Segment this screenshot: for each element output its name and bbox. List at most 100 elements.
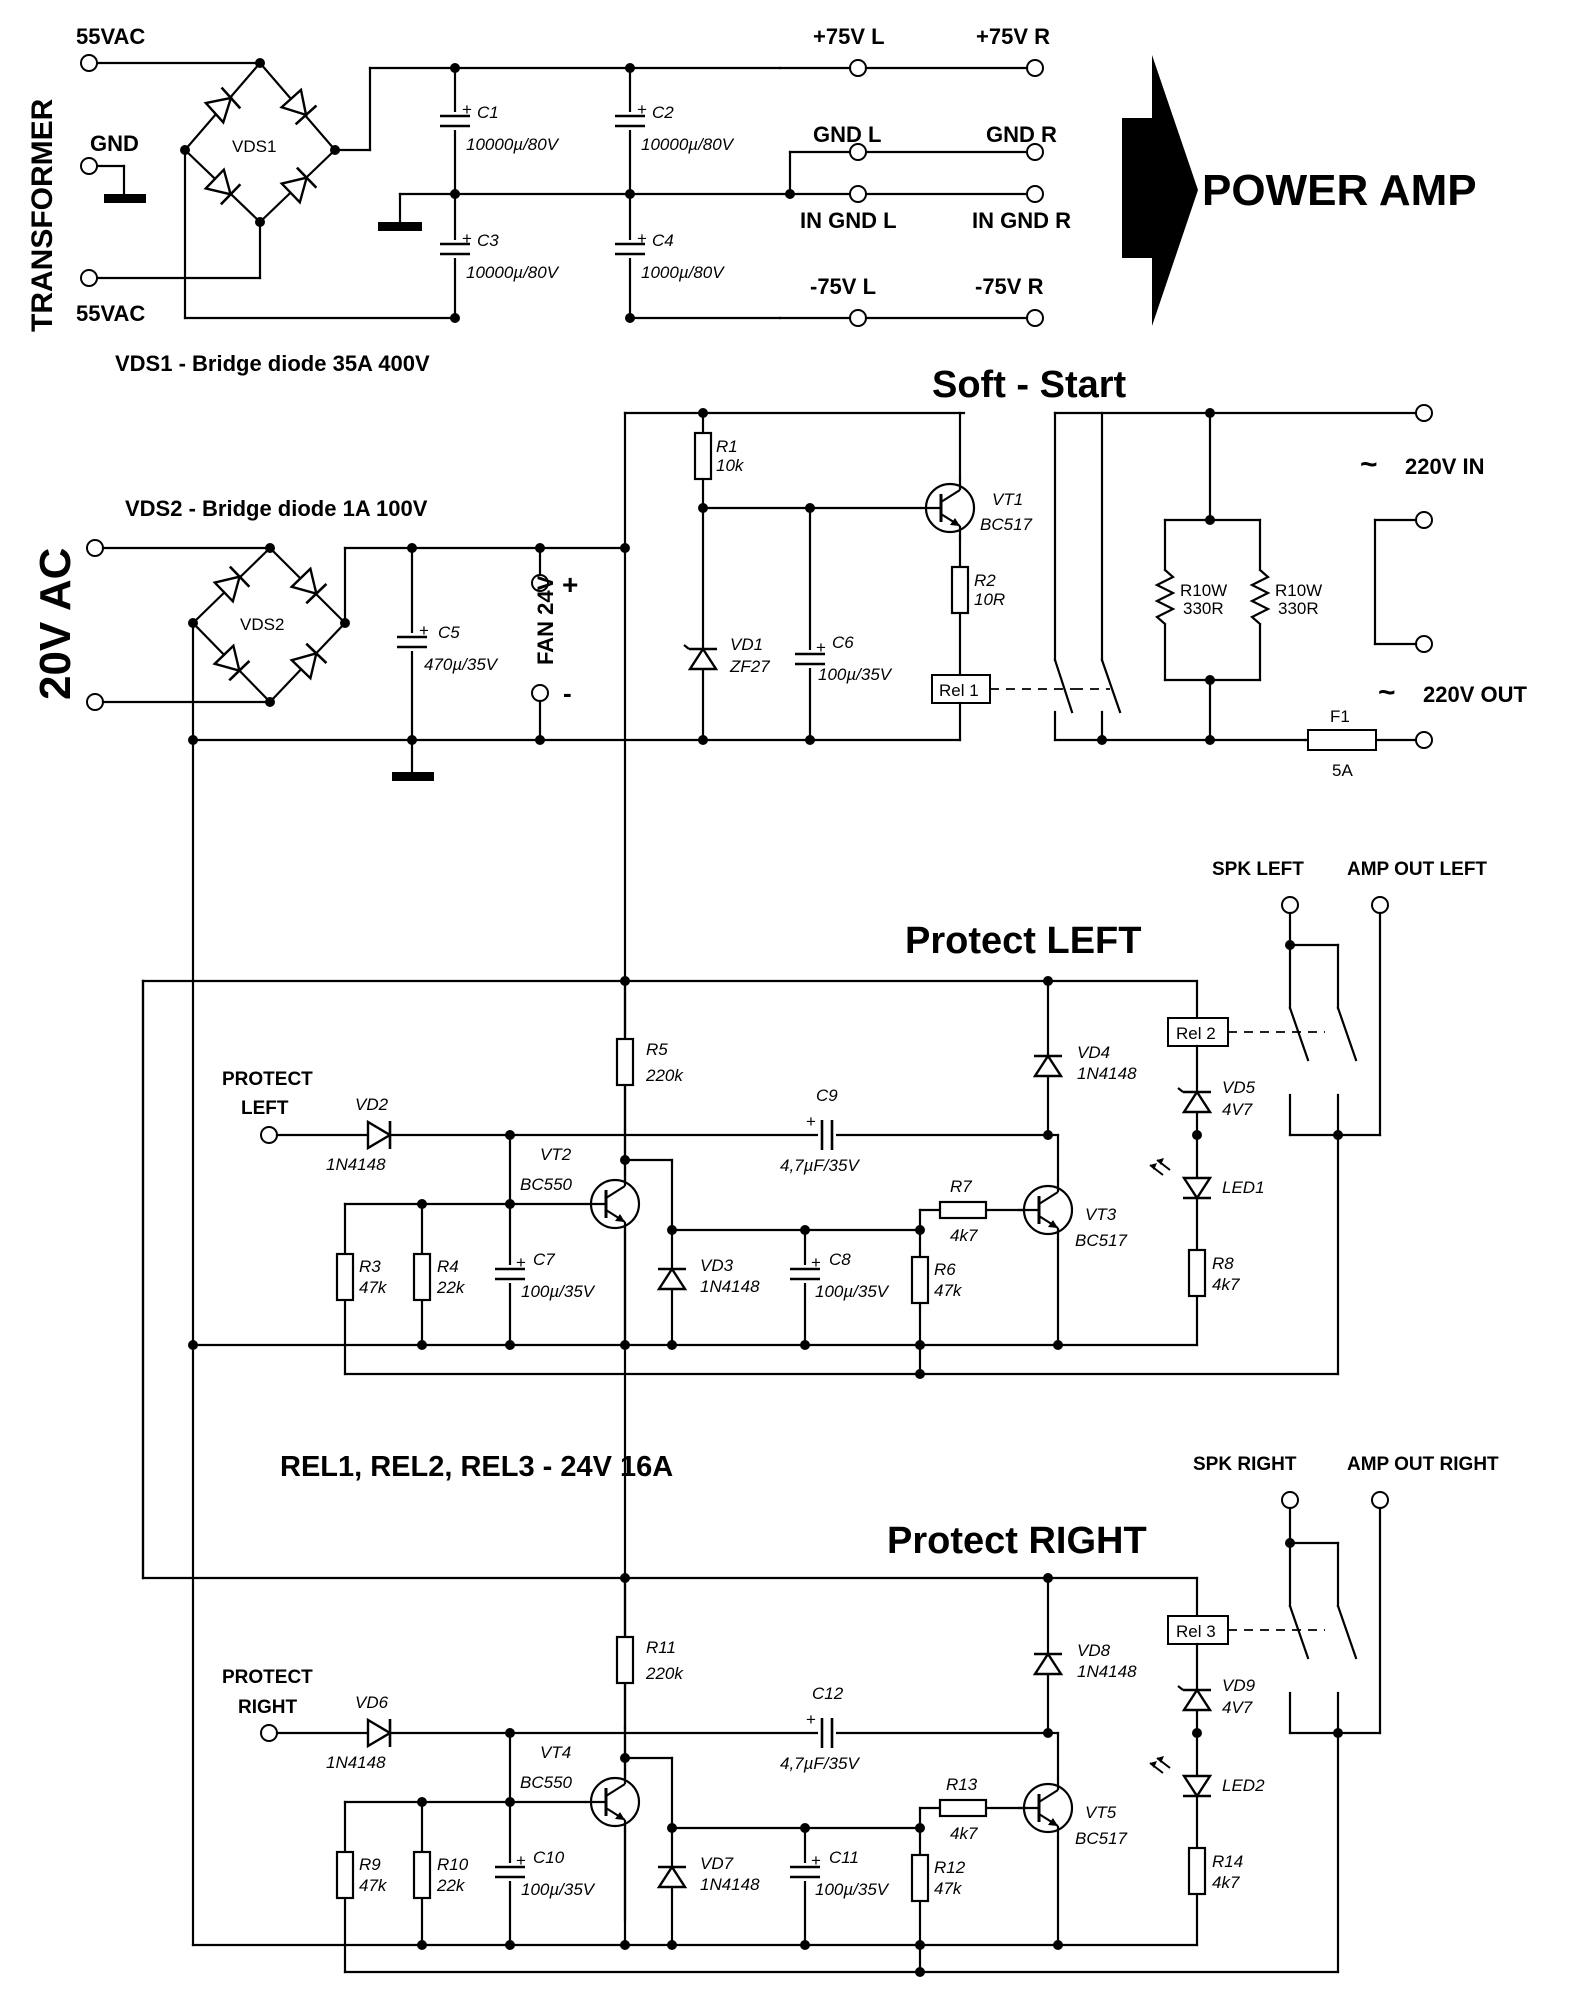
c6-value: 100µ/35V [818,665,893,684]
vds1-note: VDS1 - Bridge diode 35A 400V [115,351,430,376]
terminal-icon [849,309,867,327]
r13-value: 4k7 [950,1824,978,1843]
polarity-mark: + [637,100,647,119]
tilde-in: ~ [1360,448,1378,481]
amp-out-right-label: AMP OUT RIGHT [1347,1454,1499,1475]
ac20-label: 20V AC [31,548,80,700]
terminal-icon [86,539,104,557]
protect-left-title: Protect LEFT [905,920,1141,962]
rpb-value: 330R [1278,599,1319,618]
terminal-icon [1281,896,1299,914]
protect-right-title: Protect RIGHT [887,1520,1147,1562]
r3-value: 47k [359,1278,388,1297]
r1-ref: R1 [716,437,738,456]
r13-ref: R13 [946,1775,978,1794]
fan-plus: + [562,569,578,600]
c8-ref: C8 [829,1250,851,1269]
vt2-value: BC550 [520,1175,573,1194]
rpb-ref: R10W [1275,581,1322,600]
terminal-icon [1371,1491,1389,1509]
c10-ref: C10 [533,1848,565,1867]
r4-value: 22k [436,1278,466,1297]
f1-ref: F1 [1330,707,1350,726]
arrow-icon [1122,55,1198,326]
vt3-value: BC517 [1075,1231,1128,1250]
vt4-value: BC550 [520,1773,573,1792]
vd4-value: 1N4148 [1077,1064,1137,1083]
terminal-icon [1415,511,1433,529]
vd6-value: 1N4148 [326,1753,386,1772]
rail-m75r: -75V R [975,274,1044,299]
spk-right-label: SPK RIGHT [1193,1454,1297,1475]
vd8-ref: VD8 [1077,1641,1111,1660]
terminal-icon [1026,143,1044,161]
rail-m75l: -75V L [810,274,876,299]
terminal-icon [80,54,98,72]
fan-minus: - [563,678,572,708]
led1-label: LED1 [1222,1178,1265,1197]
vd9-value: 4V7 [1222,1698,1253,1717]
rpa-value: 330R [1183,599,1224,618]
c1-ref: C1 [477,103,499,122]
r5-value: 220k [645,1066,684,1085]
rpa-ref: R10W [1180,581,1227,600]
rel2-label: Rel 2 [1176,1024,1216,1043]
vd5-ref: VD5 [1222,1078,1256,1097]
input-right-2: RIGHT [238,1697,298,1718]
r12-ref: R12 [934,1858,966,1877]
terminal-icon [1415,635,1433,653]
protect-right-section: Protect RIGHT SPK RIGHT AMP OUT RIGHT PR… [141,738,1499,1977]
vd3-ref: VD3 [700,1256,734,1275]
r4-ref: R4 [437,1257,459,1276]
polarity-mark: + [462,100,472,119]
vd1-ref: VD1 [730,635,763,654]
terminal-icon [1026,309,1044,327]
vd7-ref: VD7 [700,1854,734,1873]
soft-start-section: Soft - Start VDS2 - Bridge diode 1A 100V… [31,364,1527,1922]
transformer-label: TRANSFORMER [26,98,59,332]
r8-ref: R8 [1212,1254,1234,1273]
r6-value: 47k [934,1281,963,1300]
c8-value: 100µ/35V [815,1282,890,1301]
r3-ref: R3 [359,1257,381,1276]
terminal-icon [1281,1491,1299,1509]
polarity-mark: + [516,1253,526,1272]
r10-value: 22k [436,1876,466,1895]
rail-ingndr: IN GND R [972,208,1071,233]
terminal-icon [531,574,549,592]
polarity-mark: + [419,621,429,640]
r10-ref: R10 [437,1855,469,1874]
vt5-value: BC517 [1075,1829,1128,1848]
vt5-ref: VT5 [1085,1803,1117,1822]
c11-ref: C11 [829,1848,859,1867]
rail-p75r: +75V R [976,24,1050,49]
amp-out-left-label: AMP OUT LEFT [1347,859,1487,880]
vd3-value: 1N4148 [700,1277,760,1296]
rail-gndl: GND L [813,122,881,147]
c4-value: 1000µ/80V [641,263,725,282]
c2-value: 10000µ/80V [641,135,735,154]
polarity-mark: + [637,229,647,248]
c9-ref: C9 [816,1086,838,1105]
vd6-ref: VD6 [355,1693,389,1712]
r7-value: 4k7 [950,1226,978,1245]
terminal-icon [80,269,98,287]
terminal-icon [1371,896,1389,914]
r11-ref: R11 [646,1638,676,1657]
c12-ref: C12 [812,1684,844,1703]
tilde-out: ~ [1378,676,1396,709]
terminal-icon [1026,59,1044,77]
vd9-ref: VD9 [1222,1676,1256,1695]
polarity-mark: + [811,1851,821,1870]
c4-ref: C4 [652,231,674,250]
c5-value: 470µ/35V [424,655,499,674]
relay-note: REL1, REL2, REL3 - 24V 16A [280,1451,673,1483]
input-left-2: LEFT [241,1098,289,1119]
r2-ref: R2 [974,571,996,590]
c6-ref: C6 [832,633,854,652]
polarity-mark: + [516,1851,526,1870]
c3-value: 10000µ/80V [466,263,560,282]
terminal-icon [1415,404,1433,422]
r5-ref: R5 [646,1040,668,1059]
